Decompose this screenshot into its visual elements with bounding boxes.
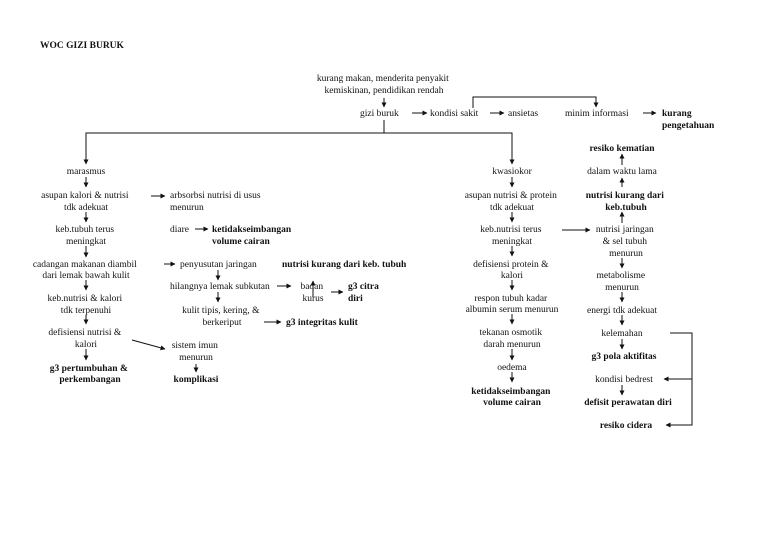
node-integritas-kulit: g3 integritas kulit [286,318,359,328]
node-sistem-imun: sistem imun menurun [172,341,221,363]
node-kurang-pengetahuan: kurang pengetahuan [662,109,715,131]
node-ketidakseimbangan-2: ketidakseimbangan volume cairan [471,387,553,408]
node-energi: energi tdk adekuat [587,306,657,316]
node-ansietas: ansietas [508,109,538,119]
node-diare: diare [170,225,189,235]
node-gizi-buruk: gizi buruk [360,109,399,119]
node-kondisi-bedrest: kondisi bedrest [595,375,653,385]
node-tekanan: tekanan osmotik darah menurun [480,328,545,350]
diagram-title: WOC GIZI BURUK [40,41,125,51]
node-komplikasi: komplikasi [174,375,219,385]
node-defisit-perawatan: defisit perawatan diri [584,398,672,408]
node-citra-diri: g3 citra diri [348,282,381,304]
node-minim-informasi: minim informasi [565,108,629,119]
node-cause: kurang makan, menderita penyakit kemiski… [317,74,451,96]
node-marasmus: marasmus [67,167,106,177]
node-nutrisi-kurang-1: nutrisi kurang dari keb. tubuh [282,260,407,270]
node-penyusutan: penyusutan jaringan [180,260,257,270]
node-asupan-protein: asupan nutrisi & protein tdk adekuat [465,191,559,213]
node-respon: respon tubuh kadar albumin serum menurun [466,294,559,315]
node-pola-aktifitas: g3 pola aktifitas [592,352,657,362]
node-keb-nutrisi: keb.nutrisi & kalori tdk terpenuhi [47,294,124,316]
node-resiko-kematian: resiko kematian [589,144,655,154]
node-metabolisme: metabolisme menurun [597,271,648,293]
node-badan-kurus: badan kurus [300,282,325,304]
node-defisiensi-2: defisiensi protein & kalori [473,259,551,281]
node-hilangnya: hilangnya lemak subkutan [170,282,270,292]
node-ketidakseimbangan-1: ketidakseimbangan volume cairan [212,225,294,247]
node-kondisi-sakit: kondisi sakit [430,109,479,119]
connectors [83,96,693,428]
node-nutrisi-jaringan: nutrisi jaringan & sel tubuh menurun [596,225,656,259]
node-kwasiokor: kwasiokor [492,167,532,177]
node-asupan-kalori: asupan kalori & nutrisi tdk adekuat [41,191,131,213]
node-cadangan: cadangan makanan diambil dari lemak bawa… [33,260,139,281]
node-dalam-waktu: dalam waktu lama [587,167,657,177]
node-absorbsi: arbsorbsi nutrisi di usus menurun [170,191,263,213]
node-kulit: kulit tipis, kering, & berkeriput [182,306,262,328]
node-nutrisi-kurang-2: nutrisi kurang dari keb.tubuh [586,191,667,213]
node-oedema: oedema [497,363,527,373]
node-bb-turun-1: keb.tubuh terus meningkat [56,225,117,247]
node-kelemahan: kelemahan [601,329,642,339]
node-resiko-cidera: resiko cidera [600,421,653,431]
node-defisiensi-1: defisiensi nutrisi & kalori [48,327,123,350]
node-bb-turun-2: keb.nutrisi terus meningkat [480,225,544,247]
node-pertumbuhan: g3 pertumbuhan & perkembangan [50,364,131,385]
